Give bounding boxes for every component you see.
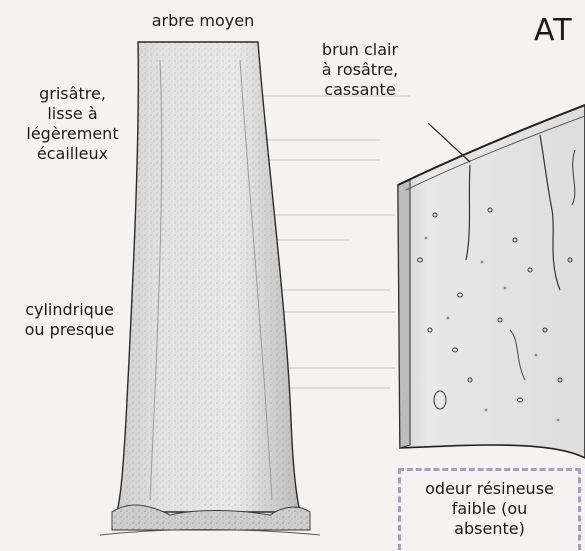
smell-label: odeur résineuse faible (ou absente): [401, 479, 578, 539]
inner-bark-label: brun clair à rosâtre, cassante: [300, 40, 420, 100]
bark-surface-label: grisâtre, lisse à légèrement écailleux: [15, 84, 130, 164]
trunk-shape-label: cylindrique ou presque: [12, 300, 127, 340]
bark-piece-illustration: [398, 105, 585, 458]
tree-size-label: arbre moyen: [133, 11, 273, 31]
page-title: AT: [534, 14, 573, 48]
smell-note-box: odeur résineuse faible (ou absente): [398, 468, 581, 550]
tree-trunk-illustration: [100, 42, 320, 535]
